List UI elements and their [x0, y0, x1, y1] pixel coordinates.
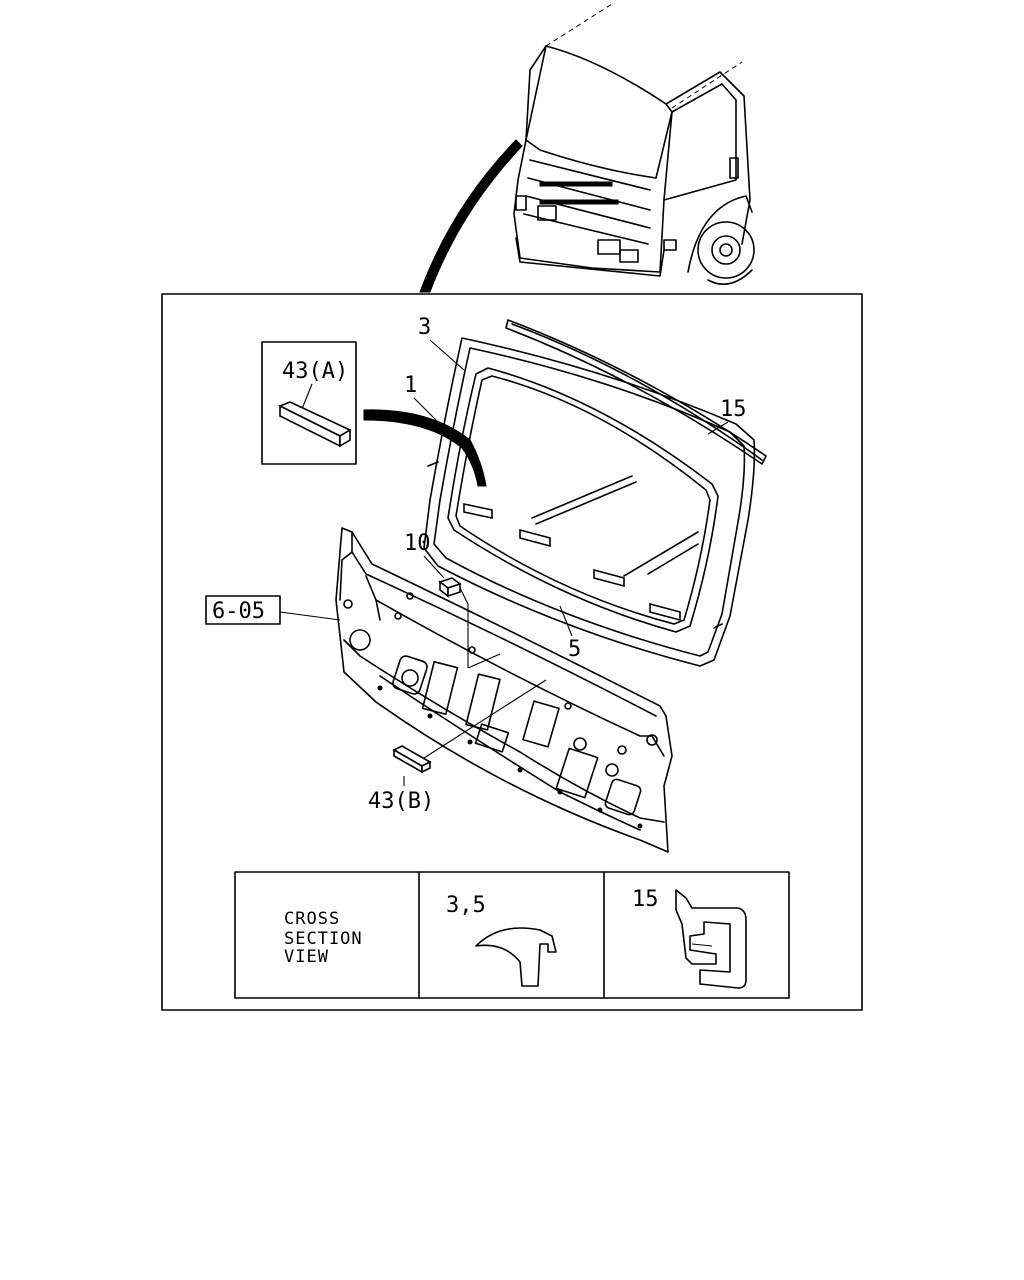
cross-section-title-line1: CROSS: [284, 909, 340, 929]
profile-15-shape: [675, 889, 747, 989]
callout-5: 5: [568, 637, 581, 662]
callout-43a: 43(A): [282, 359, 348, 384]
pad-a-inset: 43(A): [261, 341, 357, 465]
cross-section-title-line3: VIEW: [284, 947, 329, 967]
callout-1: 1: [404, 373, 417, 398]
callout-3: 3: [418, 315, 431, 340]
callout-43b: 43(B): [368, 789, 434, 814]
cowl-panel: [335, 527, 673, 853]
profile-label-3-5: 3,5: [446, 893, 486, 918]
cross-section-table: CROSS SECTION VIEW 3,5 15: [234, 871, 790, 999]
clip-part: [438, 577, 462, 598]
truck-cab-illustration: [419, 3, 755, 293]
callout-15: 15: [720, 397, 747, 422]
profile-3-5-shape: [475, 927, 557, 987]
callout-6-05: 6-05: [212, 599, 265, 624]
reference-box: 6-05: [205, 595, 341, 625]
pad-b: 43(B): [368, 679, 547, 814]
profile-label-15: 15: [632, 887, 659, 912]
weatherstrip: [423, 337, 756, 667]
detail-frame: [161, 293, 863, 1011]
cross-section-title-line2: SECTION: [284, 929, 363, 949]
molding-strip: [505, 319, 767, 465]
windshield-glass: [447, 367, 719, 633]
callout-10: 10: [404, 531, 431, 556]
